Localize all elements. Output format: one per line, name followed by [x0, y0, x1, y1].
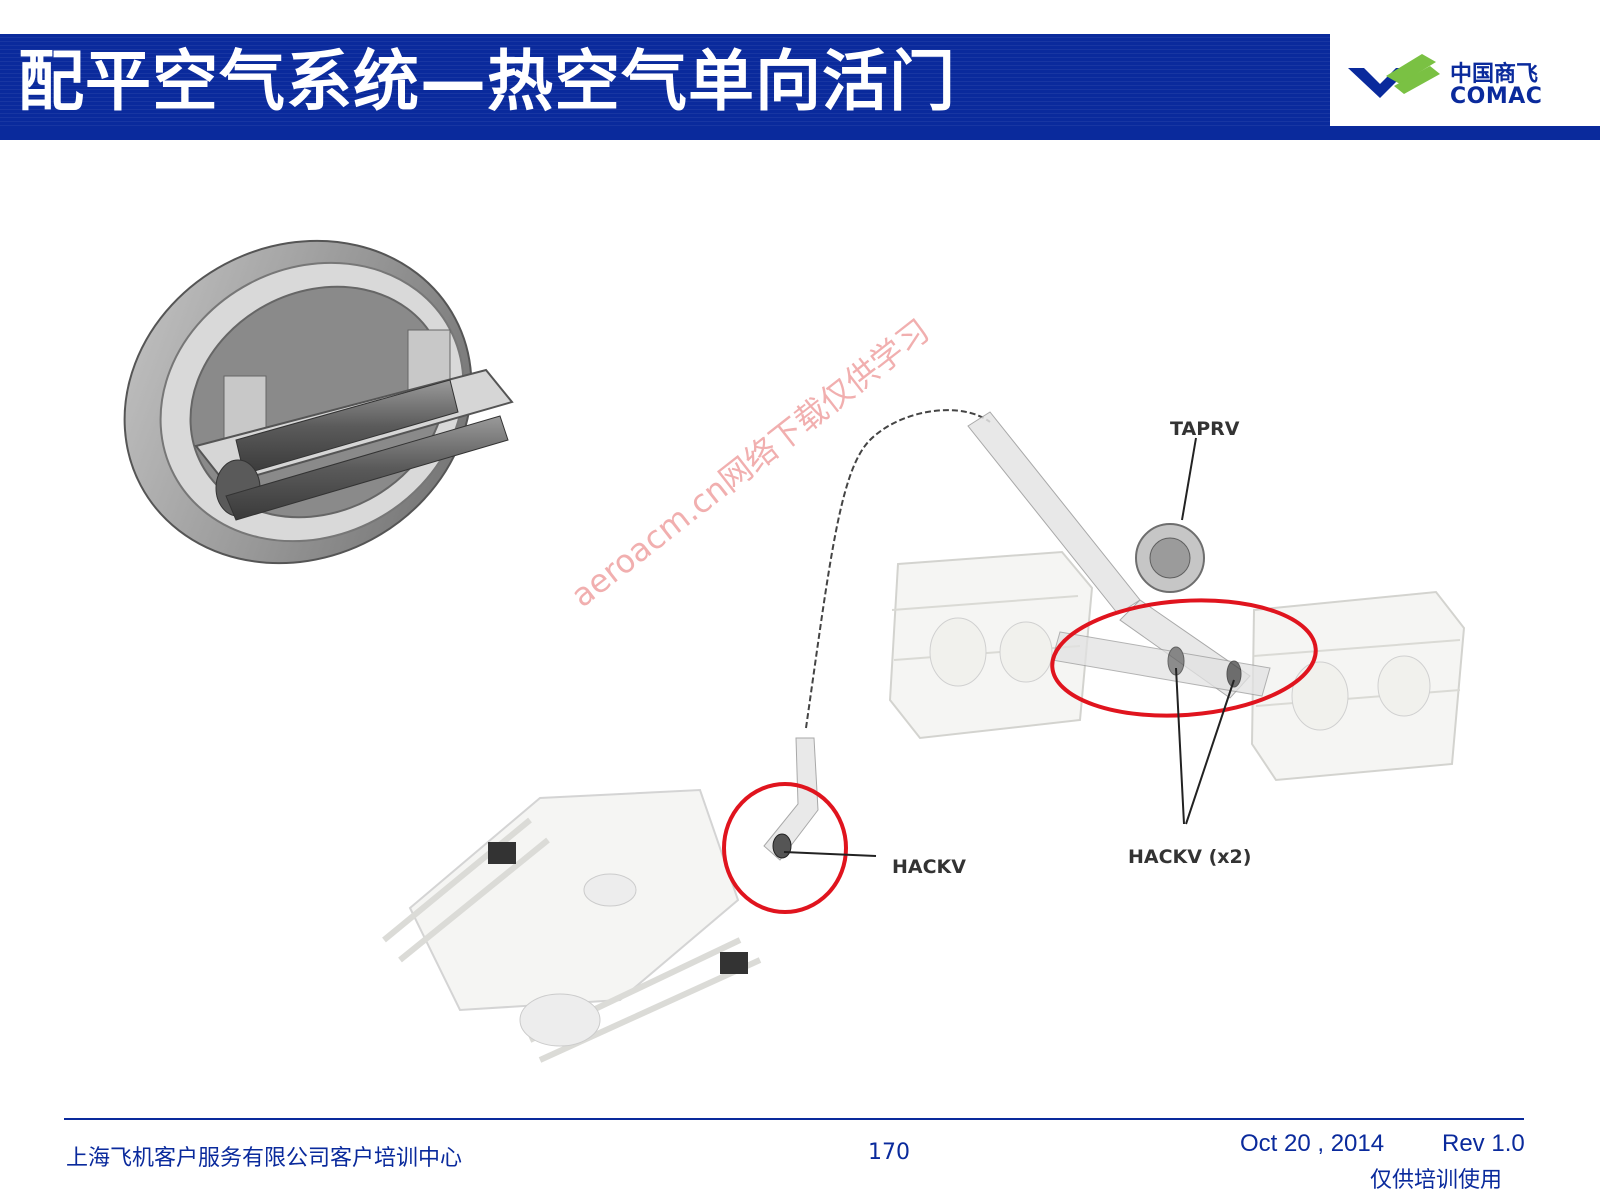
riser-duct [763, 737, 819, 861]
lower-valve-a [488, 842, 516, 864]
comac-logo-icon [1348, 54, 1440, 98]
cross-duct [1051, 631, 1271, 697]
hackv-x2-label: HACKV (x2) [1128, 846, 1252, 868]
highlight-hackv-pair [1050, 598, 1318, 718]
footer-revision: Rev 1.0 [1442, 1130, 1525, 1157]
taprv-label: TAPRV [1170, 418, 1240, 440]
hackv-leader [783, 851, 877, 857]
highlight-hackv-left [722, 782, 848, 914]
hackv-x2-leader [1175, 667, 1235, 825]
title-underline [0, 126, 1600, 140]
pack-box-left [888, 550, 1094, 740]
logo-en-text: COMAC [1450, 84, 1543, 109]
logo-cn-text: 中国商飞 [1450, 62, 1539, 87]
footer-date: Oct 20 , 2014 [1240, 1130, 1385, 1157]
lower-pack-assembly [382, 788, 762, 1063]
title-bar [0, 34, 1330, 126]
hackv-right-2 [1226, 660, 1242, 688]
footer-company: 上海飞机客户服务有限公司客户培训中心 [66, 1146, 463, 1171]
check-valve-detail [123, 239, 514, 565]
footer-divider [64, 1118, 1524, 1120]
hackv-label: HACKV [892, 856, 966, 878]
pack-box-right [1250, 590, 1466, 782]
lower-valve-b [720, 952, 748, 974]
slide-title: 配平空气系统—热空气单向活门 [18, 43, 956, 120]
page-number: 170 [868, 1140, 910, 1165]
hackv-left [772, 833, 792, 859]
duct-route [805, 409, 991, 729]
comac-logo: 中国商飞 COMAC [1340, 40, 1590, 122]
footer-note: 仅供培训使用 [1370, 1168, 1503, 1193]
valve-diagram [123, 239, 1466, 1063]
taprv-leader [1181, 437, 1197, 521]
